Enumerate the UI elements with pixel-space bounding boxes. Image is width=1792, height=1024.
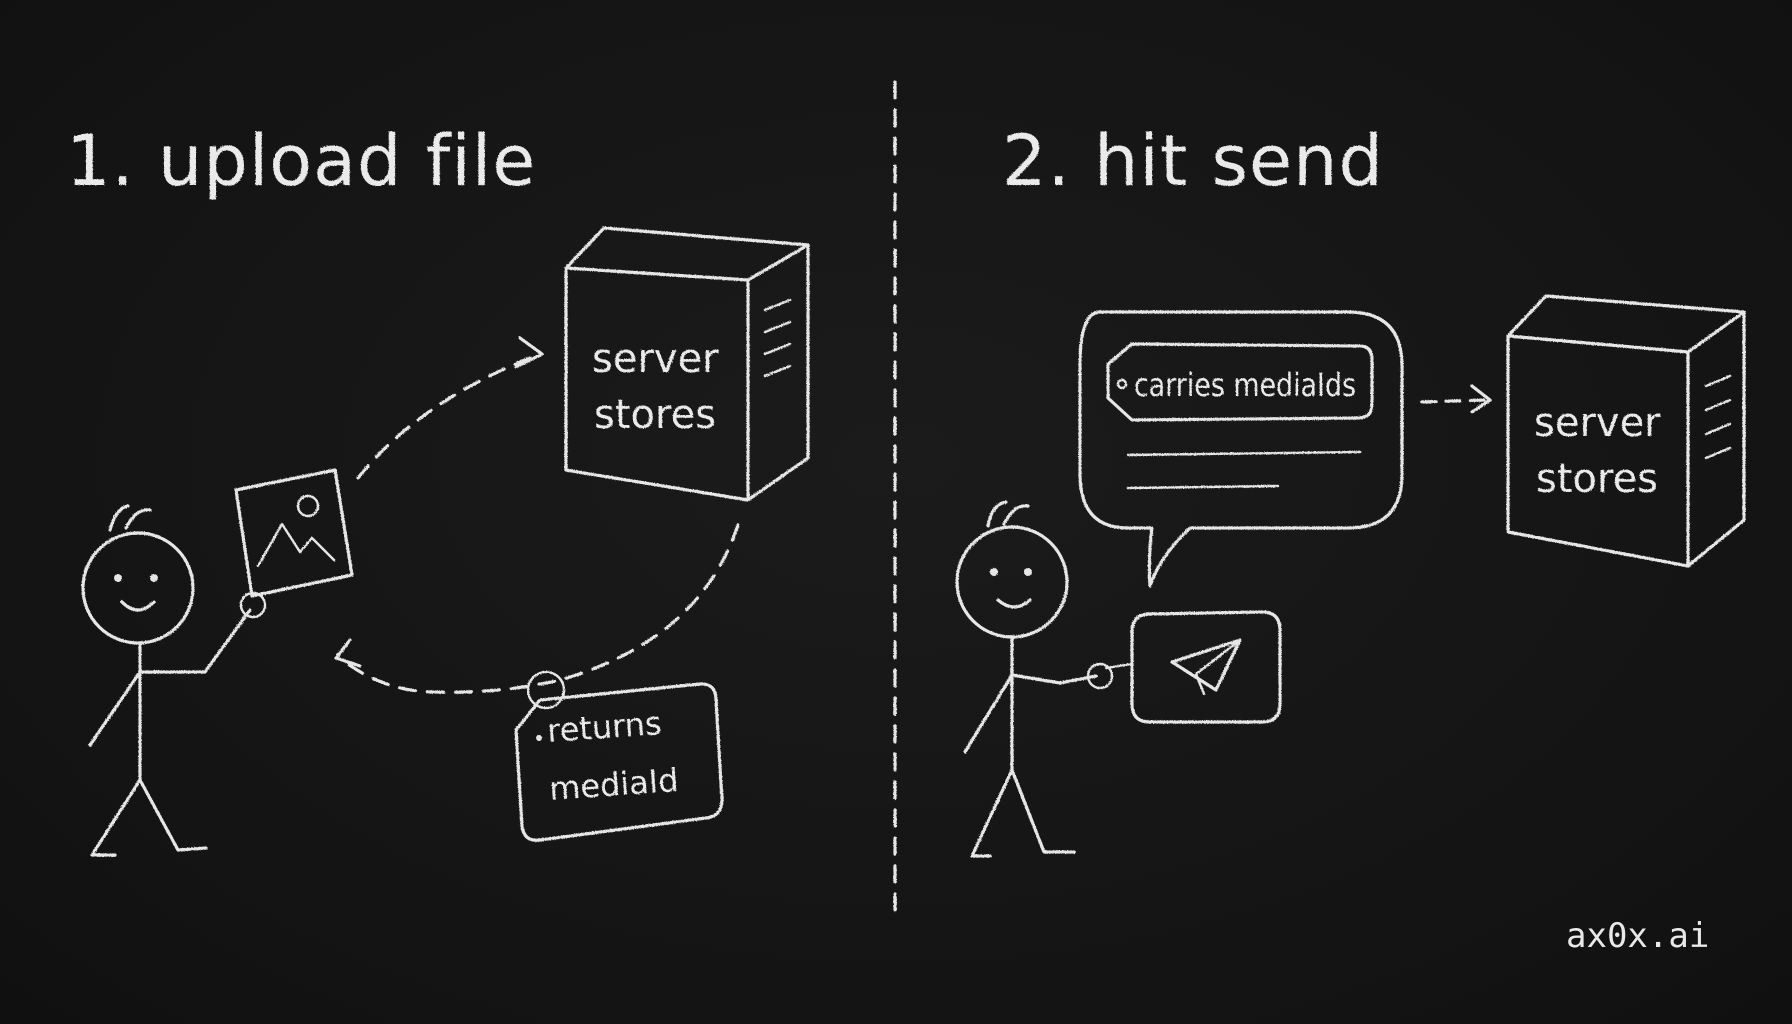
return-arrow bbox=[338, 523, 740, 694]
send-arrow bbox=[1420, 398, 1488, 404]
left-server-icon: server stores bbox=[564, 226, 810, 502]
left-server-label-line1: server bbox=[592, 336, 719, 382]
right-stick-figure-icon bbox=[955, 500, 1114, 858]
paper-plane-icon bbox=[1170, 638, 1242, 696]
left-panel-title: 1. upload file bbox=[66, 120, 536, 202]
returns-tag-line2: mediaId bbox=[548, 761, 680, 808]
right-server-label-line1: server bbox=[1534, 400, 1661, 446]
image-icon bbox=[234, 468, 354, 598]
right-panel-title: 2. hit send bbox=[1002, 120, 1384, 202]
left-stick-figure-icon bbox=[81, 504, 267, 857]
upload-arrow bbox=[356, 352, 542, 480]
return-arrowhead-icon bbox=[334, 638, 362, 668]
brand-watermark: ax0x.ai bbox=[1566, 916, 1709, 956]
upload-arrowhead-icon bbox=[514, 336, 544, 369]
left-server-label-line2: stores bbox=[594, 392, 716, 438]
send-arrowhead-icon bbox=[1470, 384, 1492, 414]
carries-mediaids-tag: carries mediaIds bbox=[1134, 366, 1356, 404]
returns-mediaid-tag: returns mediaId bbox=[514, 670, 724, 842]
send-button bbox=[1104, 610, 1282, 724]
right-server-label-line2: stores bbox=[1536, 456, 1658, 502]
speech-bubble-icon: carries mediaIds bbox=[1078, 310, 1404, 588]
returns-tag-line1: returns bbox=[546, 704, 663, 750]
right-server-icon: server stores bbox=[1506, 294, 1746, 568]
